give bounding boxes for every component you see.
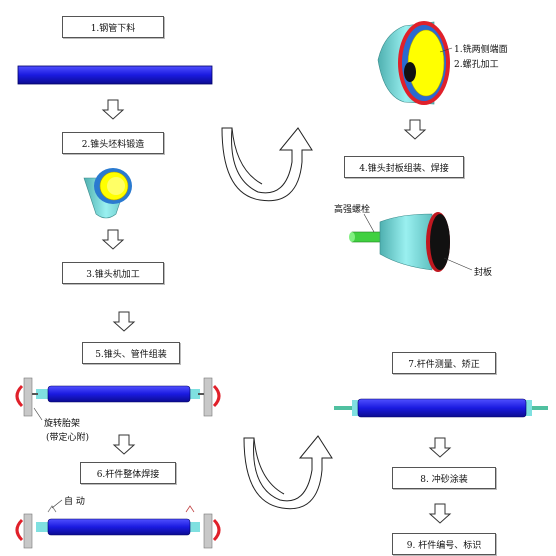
steel-pipe bbox=[17, 65, 213, 85]
label-jig-note: (带定心附) bbox=[46, 433, 90, 443]
step-7-box: 7.杆件测量、矫正 bbox=[392, 352, 496, 374]
label-seal-plate: 封板 bbox=[474, 268, 493, 278]
down-arrow-icon bbox=[101, 99, 125, 120]
machined-cone bbox=[377, 21, 450, 105]
annotation-leader bbox=[439, 47, 453, 53]
u-turn-arrow-icon bbox=[221, 127, 313, 202]
finished-pipe bbox=[334, 398, 548, 418]
assembly-pipe bbox=[15, 377, 221, 417]
down-arrow-icon bbox=[101, 229, 125, 250]
annotation-leader bbox=[363, 213, 375, 233]
step-8-box: 8. 冲砂涂装 bbox=[392, 467, 496, 489]
step-3-box: 3.锥头机加工 bbox=[62, 262, 164, 284]
annotation-leader bbox=[33, 407, 43, 421]
down-arrow-icon bbox=[428, 503, 452, 524]
welding-pipe bbox=[15, 505, 221, 549]
step-9-box: 9. 杆件编号、标识 bbox=[392, 533, 496, 555]
label-auto: 自 动 bbox=[64, 497, 85, 507]
label-mill-faces: 1.铣两侧端面 bbox=[454, 45, 508, 55]
down-arrow-icon bbox=[112, 311, 136, 332]
u-turn-arrow-icon bbox=[243, 435, 333, 510]
label-bolt: 高强螺栓 bbox=[334, 205, 371, 215]
label-bolt-hole: 2.螺孔加工 bbox=[454, 60, 499, 70]
step-6-box: 6.杆件整体焊接 bbox=[80, 462, 176, 484]
label-rotary-jig: 旋转胎架 bbox=[44, 419, 81, 429]
cone-blank bbox=[83, 168, 132, 219]
annotation-leader bbox=[51, 499, 63, 509]
down-arrow-icon bbox=[403, 119, 427, 140]
step-4-box: 4.锥头封板组装、焊接 bbox=[344, 156, 464, 178]
sealed-cone bbox=[349, 212, 450, 272]
down-arrow-icon bbox=[112, 434, 136, 455]
step-5-box: 5.锥头、管件组装 bbox=[82, 342, 180, 364]
down-arrow-icon bbox=[428, 437, 452, 458]
annotation-leader bbox=[443, 257, 473, 271]
step-2-box: 2.锥头坯料锻造 bbox=[62, 132, 164, 154]
step-1-box: 1.钢管下料 bbox=[62, 16, 164, 38]
